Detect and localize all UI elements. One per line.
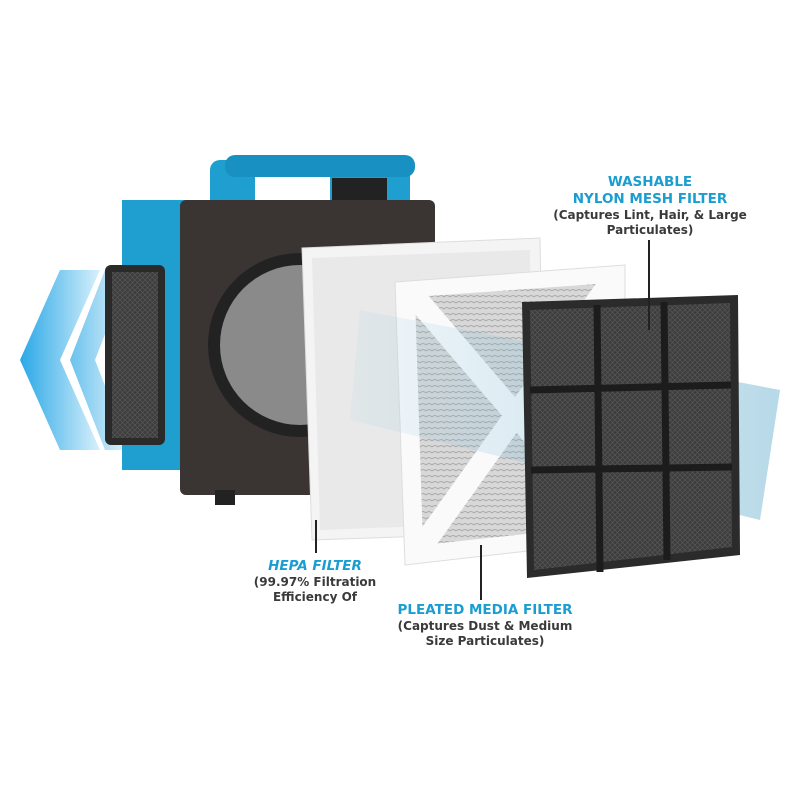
- pleated-filter-label: PLEATED MEDIA FILTER (Captures Dust & Me…: [380, 602, 590, 649]
- leader-lines: [315, 240, 650, 600]
- mesh-desc-2: Particulates): [606, 222, 694, 237]
- airflow-chevrons: [20, 270, 130, 450]
- mesh-filter-label: WASHABLE NYLON MESH FILTER (Captures Lin…: [530, 174, 770, 238]
- nylon-mesh-filter: [522, 295, 740, 578]
- pleated-desc-2: Size Particulates): [425, 633, 545, 648]
- pleated-desc-1: (Captures Dust & Medium: [397, 618, 573, 633]
- hepa-title: HEPA FILTER: [268, 558, 362, 574]
- hepa-desc-1: (99.97% Filtration: [253, 574, 377, 589]
- pleated-title: PLEATED MEDIA FILTER: [397, 602, 573, 618]
- mesh-title-2: NYLON MESH FILTER: [572, 190, 728, 207]
- hepa-desc-2: Efficiency Of: [272, 589, 358, 604]
- hepa-filter-label: HEPA FILTER (99.97% Filtration Efficienc…: [240, 558, 390, 605]
- mesh-title-1: WASHABLE: [607, 174, 693, 190]
- mesh-desc-1: (Captures Lint, Hair, & Large: [553, 207, 747, 222]
